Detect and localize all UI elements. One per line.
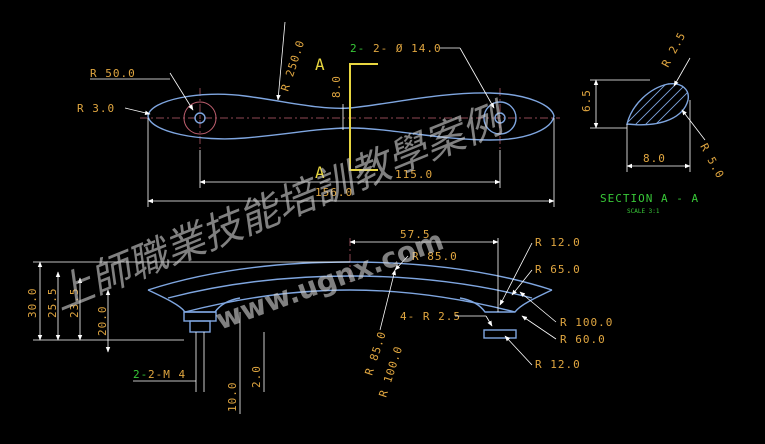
- r85-top-label: R 85.0: [412, 250, 458, 263]
- boss-height-label: 10.0: [226, 382, 239, 413]
- left-hole-inner: [194, 112, 206, 124]
- r100-label: R 100.0: [560, 316, 613, 329]
- r12-top-leader: [499, 242, 533, 306]
- dim-156-label: 156.0: [315, 186, 353, 199]
- r60-leader: [521, 315, 557, 340]
- section-hatch: [627, 83, 689, 125]
- section-height-label: 6.5: [580, 89, 593, 112]
- section-cut-line: [349, 63, 378, 171]
- r65-label: R 65.0: [535, 263, 581, 276]
- section-r2-5-leader: [673, 57, 691, 87]
- section-view: 6.5 8.0 R 2.5 R 5.0 SECTION A - A SCALE …: [580, 30, 727, 215]
- front-right-foot: [459, 289, 553, 313]
- r85-bottom-leader: [379, 269, 396, 331]
- section-r5-leader: [681, 109, 706, 141]
- section-width-label: 8.0: [643, 152, 666, 165]
- section-scale: SCALE 3:1: [627, 208, 660, 215]
- watermark: 上師職業技能培訓教學案例 www.ugnx.com: [47, 95, 515, 337]
- r65-leader: [511, 269, 533, 296]
- height-23-5-label: 23.5: [68, 288, 81, 319]
- r12-bottom-leader: [504, 335, 533, 366]
- handle-outline-top: [147, 92, 555, 141]
- hole-callout-leader: [459, 47, 495, 109]
- r3-label: R 3.0: [77, 102, 115, 115]
- left-boss: [183, 311, 217, 322]
- front-bottom-arc: [184, 289, 516, 313]
- section-r5-label: R 5.0: [697, 141, 726, 181]
- boss-offset-label: 2.0: [250, 365, 263, 388]
- fillet-label: 4- R 2.5: [400, 310, 461, 323]
- r100-leader: [519, 291, 557, 323]
- section-profile: [626, 83, 689, 126]
- left-hole-outer: [183, 101, 217, 135]
- height-20-label: 20.0: [96, 306, 109, 337]
- right-hole-inner: [494, 112, 506, 124]
- height-25-5-label: 25.5: [46, 288, 59, 319]
- r12-top-label: R 12.0: [535, 236, 581, 249]
- hole-count-label: 2-: [350, 42, 365, 55]
- right-hole-outer: [483, 101, 517, 135]
- left-boss-stem: [189, 320, 211, 333]
- section-letter-bottom: A: [315, 163, 325, 182]
- section-r2-5-label: R 2.5: [659, 30, 688, 70]
- r50-label: R 50.0: [90, 67, 136, 80]
- thread-count: 2-: [133, 368, 148, 381]
- section-letter-top: A: [315, 55, 325, 74]
- r12-bottom-label: R 12.0: [535, 358, 581, 371]
- r50-leader: [169, 72, 194, 111]
- hole-callout-label: 2- Ø 14.0: [373, 42, 442, 55]
- section-title: SECTION A - A: [600, 192, 699, 205]
- right-boss: [483, 329, 517, 339]
- r3-leader: [124, 107, 151, 116]
- thread-label: 2-M 4: [148, 368, 186, 381]
- r60-label: R 60.0: [560, 333, 606, 346]
- r250-leader: [276, 21, 286, 101]
- half-width-label: 57.5: [400, 228, 431, 241]
- thickness-label: 8.0: [330, 75, 343, 98]
- r85-top-leader: [394, 255, 409, 271]
- front-mid-arc: [167, 275, 533, 299]
- dim-115-label: 115.0: [395, 168, 433, 181]
- overall-height-label: 30.0: [26, 288, 39, 319]
- fillet-leader: [485, 315, 493, 327]
